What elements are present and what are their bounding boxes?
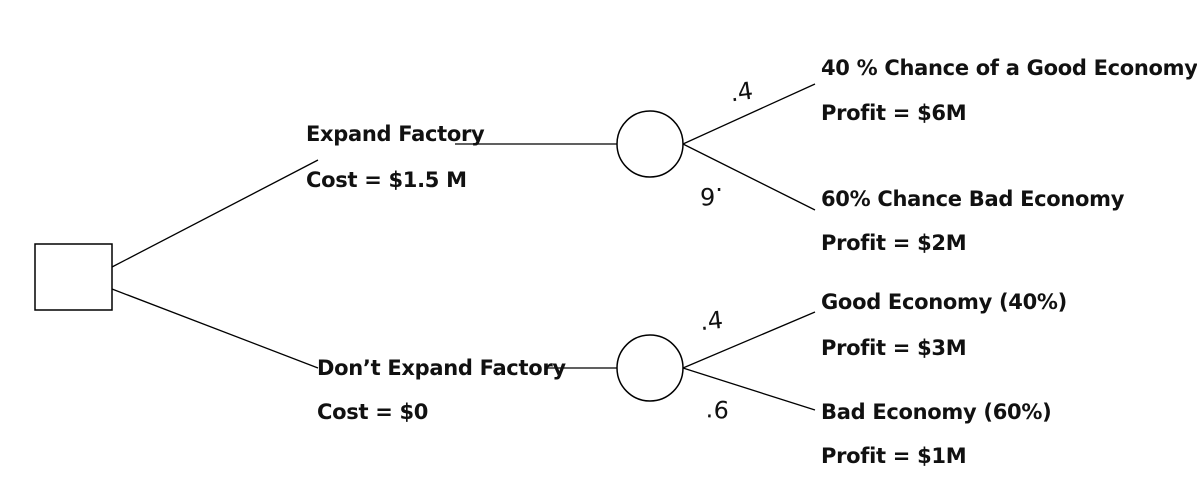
branch-dont-expand-line	[111, 288, 319, 369]
chance-node-dont-expand	[616, 334, 684, 402]
dont-expand-bad-outcome-label: Bad Economy (60%)	[821, 400, 1052, 424]
expand-good-branch	[682, 83, 816, 145]
dont-expand-good-outcome-label: Good Economy (40%)	[821, 290, 1067, 314]
expand-good-profit-label: Profit = $6M	[821, 101, 967, 125]
expand-bad-branch	[682, 143, 816, 211]
dont-expand-good-profit-label: Profit = $3M	[821, 336, 967, 360]
expand-prob-good: .4	[728, 76, 755, 108]
decision-node-square	[34, 243, 113, 311]
dont-expand-prob-bad: .6	[705, 395, 730, 425]
expand-prob-bad: .6	[700, 182, 723, 210]
expand-bad-profit-label: Profit = $2M	[821, 231, 967, 255]
dont-expand-cost-label: Cost = $0	[317, 400, 429, 424]
expand-factory-label: Expand Factory	[306, 122, 485, 146]
dont-expand-bad-profit-label: Profit = $1M	[821, 444, 967, 468]
dont-expand-prob-good: .4	[698, 305, 725, 337]
branch-expand-line	[111, 159, 319, 268]
expand-cost-label: Cost = $1.5 M	[306, 168, 467, 192]
dont-expand-good-branch	[682, 311, 816, 369]
dont-expand-bad-branch	[682, 367, 816, 411]
dont-expand-factory-label: Don’t Expand Factory	[317, 356, 566, 380]
expand-good-outcome-label: 40 % Chance of a Good Economy	[821, 56, 1197, 80]
expand-bad-outcome-label: 60% Chance Bad Economy	[821, 187, 1125, 211]
chance-node-expand	[616, 110, 684, 178]
